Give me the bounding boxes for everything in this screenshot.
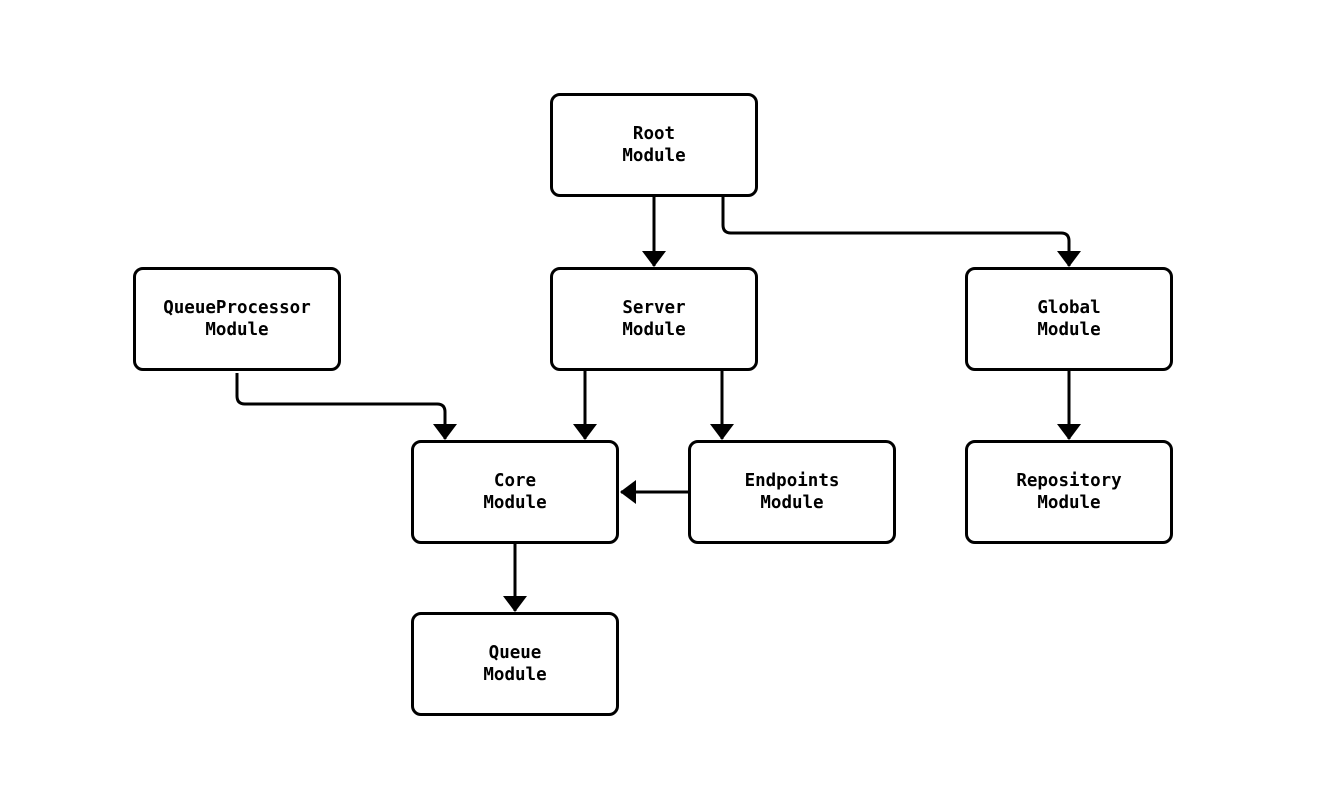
- node-core-module-label: Core Module: [483, 471, 547, 513]
- node-root-module-label: Root Module: [622, 124, 686, 166]
- node-queueprocessor-module-label: QueueProcessor Module: [163, 298, 311, 340]
- edge-root-module-to-global-module: [721, 197, 1081, 267]
- node-server-module-label: Server Module: [622, 298, 686, 340]
- node-endpoints-module: Endpoints Module: [688, 440, 896, 544]
- node-repository-module: Repository Module: [965, 440, 1173, 544]
- node-queue-module-label: Queue Module: [483, 643, 547, 685]
- node-queue-module: Queue Module: [411, 612, 619, 716]
- node-global-module: Global Module: [965, 267, 1173, 371]
- node-global-module-label: Global Module: [1037, 298, 1101, 340]
- edge-queueprocessor-module-to-core-module: [235, 373, 457, 440]
- node-core-module: Core Module: [411, 440, 619, 544]
- node-server-module: Server Module: [550, 267, 758, 371]
- node-repository-module-label: Repository Module: [1016, 471, 1122, 513]
- node-root-module: Root Module: [550, 93, 758, 197]
- node-queueprocessor-module: QueueProcessor Module: [133, 267, 341, 371]
- node-endpoints-module-label: Endpoints Module: [744, 471, 840, 513]
